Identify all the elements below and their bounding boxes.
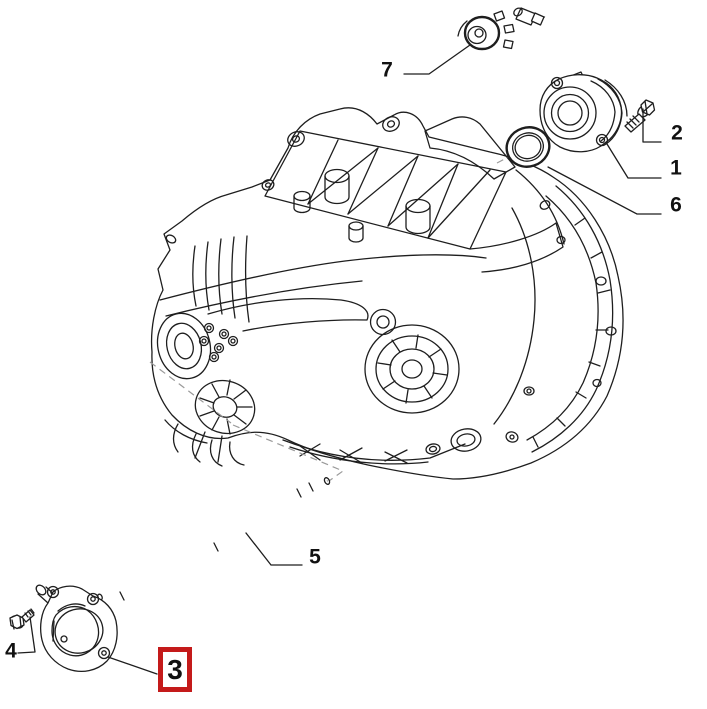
- bolt-part-2: [624, 99, 656, 133]
- callout-4: 4: [5, 639, 17, 663]
- seal-ring-part-6: [505, 126, 551, 168]
- callout-2: 2: [671, 121, 683, 145]
- callout-7: 7: [381, 58, 393, 82]
- actuator-housing-part-3: [35, 584, 118, 672]
- callout-1: 1: [670, 156, 682, 180]
- callout-3: 3: [167, 653, 183, 685]
- pushrod-part-5: [97, 477, 331, 601]
- callout-5: 5: [309, 545, 321, 569]
- callout-6: 6: [670, 193, 682, 217]
- sensor-part-7: [457, 10, 515, 51]
- highlight-box-callout-3[interactable]: 3: [158, 647, 192, 692]
- bolt-part-4: [9, 608, 35, 630]
- slave-cylinder-part-1: [513, 7, 628, 153]
- gearbox-housing: [149, 107, 624, 482]
- leader-lines: [17, 44, 662, 675]
